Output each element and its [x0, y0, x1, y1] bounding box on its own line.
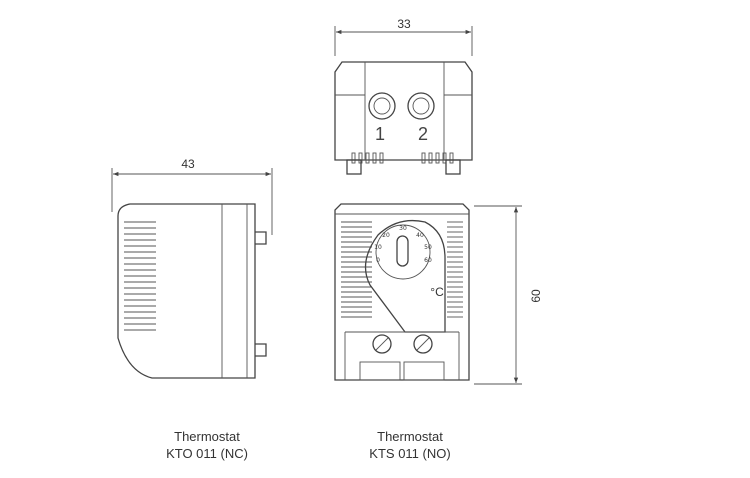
caption-left: Thermostat KTO 011 (NC): [117, 428, 297, 462]
front-view: 60 0 10 20 30 40 50 60 °C: [334, 203, 543, 385]
caption-right-line2: KTS 011 (NO): [369, 446, 451, 461]
terminal-screw-2: [407, 92, 435, 120]
scale-mark-30: 30: [399, 225, 407, 232]
terminal-label-2: 2: [418, 124, 428, 144]
top-view: 33 1 2: [334, 17, 473, 175]
front-screw-2: [413, 334, 433, 354]
scale-mark-40: 40: [416, 232, 424, 239]
side-view: 43: [111, 157, 273, 379]
dial-knob: [396, 235, 409, 267]
caption-left-line1: Thermostat: [174, 429, 240, 444]
terminal-label-1: 1: [375, 124, 385, 144]
front-screw-1: [372, 334, 392, 354]
caption-left-line2: KTO 011 (NC): [166, 446, 248, 461]
caption-right-line1: Thermostat: [377, 429, 443, 444]
caption-right: Thermostat KTS 011 (NO): [320, 428, 500, 462]
unit-label: °C: [430, 285, 444, 299]
dimension-label-height-front: 60: [529, 289, 543, 303]
scale-mark-60: 60: [424, 257, 432, 264]
dimension-label-width-top: 33: [397, 17, 411, 31]
scale-mark-0: 0: [376, 257, 380, 264]
scale-mark-10: 10: [374, 244, 382, 251]
dimension-label-width-side: 43: [181, 157, 195, 171]
scale-mark-20: 20: [382, 232, 390, 239]
scale-mark-50: 50: [424, 244, 432, 251]
dial-panel: [364, 219, 446, 333]
terminal-screw-1: [368, 92, 396, 120]
